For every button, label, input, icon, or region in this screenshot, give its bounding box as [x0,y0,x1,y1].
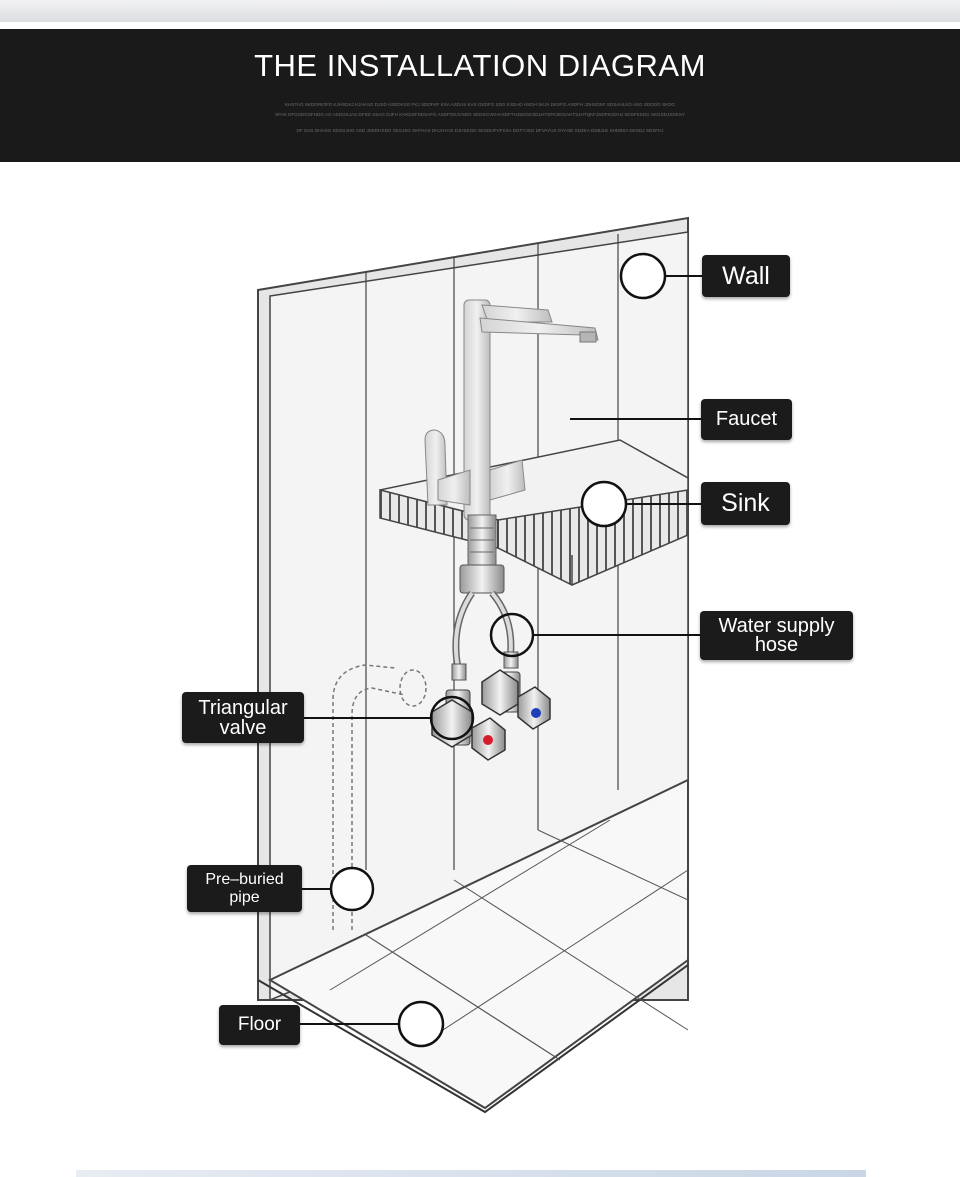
floor-label: Floor [219,1005,300,1045]
room-structure [257,216,689,1114]
hot-indicator-icon [483,735,493,745]
drain-pipe-dashed [332,664,427,930]
water-supply-hose-label: Water supply hose [700,611,853,660]
floor-surface [267,778,689,1110]
faucet-label: Faucet [701,399,792,440]
floor-label-text: Floor [237,1014,282,1035]
pre-buried-pipe-label: Pre–buried pipe [187,865,302,912]
wall-callout-circle [619,252,667,300]
banner-subtitle-line-1: KHSTAG SKDGRIOFD KJHSDKJ KJHASG DJSD ASD… [285,102,675,107]
diagram-title: THE INSTALLATION DIAGRAM [254,48,706,83]
title-banner [0,29,960,162]
water-supply-hose-label-text: Water supply hose [718,614,835,656]
pre-buried-pipe-label-text: Pre–buried pipe [205,870,284,906]
cold-indicator-icon [531,708,541,718]
faucet-illustration [424,299,599,681]
triangular-valve-label: Triangular valve [182,692,304,743]
faucet-label-text: Faucet [715,408,778,430]
banner-subtitle-line-2: SFAK DFGSDGSFHDG AG ASDGKJAS DFSD SSAG D… [275,112,685,117]
triangular-valve-label-text: Triangular valve [198,696,288,739]
sink-label-text: Sink [721,489,770,517]
floor-callout-circle [397,1000,445,1048]
sink-callout-circle [580,480,628,528]
banner-subtitle-line-3: DF SAG DHASG SDSGJHG ASD JSKDHSDG SKSJSG… [296,128,664,133]
pipe-callout-circle [329,866,375,912]
wall-label: Wall [702,255,790,297]
sink-label: Sink [701,482,790,525]
callouts [300,252,703,1048]
bottom-strip [76,1170,866,1177]
top-strip [0,0,960,22]
wall-label-text: Wall [722,261,770,290]
installation-illustration [257,216,703,1114]
